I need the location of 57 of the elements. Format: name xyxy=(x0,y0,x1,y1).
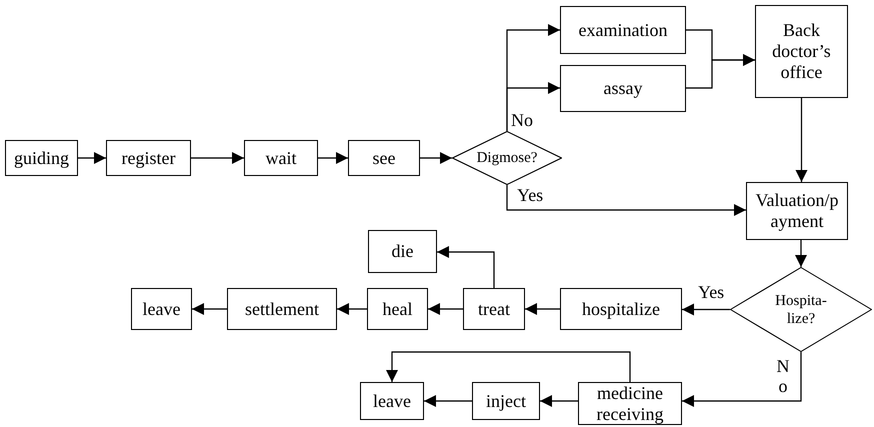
node-label: see xyxy=(372,148,396,168)
process-box xyxy=(746,182,848,240)
node-label: heal xyxy=(382,298,412,320)
arrow xyxy=(318,152,348,164)
process-box xyxy=(368,230,437,273)
arrow xyxy=(420,152,452,164)
decision-diamond xyxy=(452,131,562,185)
arrow xyxy=(386,351,631,382)
process-box xyxy=(472,382,540,420)
arrow xyxy=(525,303,560,315)
process-box xyxy=(244,140,318,176)
arrow xyxy=(506,185,746,216)
arrow xyxy=(540,395,578,407)
process-box xyxy=(463,288,525,330)
node-label: Back doctor’s office xyxy=(771,20,832,83)
node-label: hospitalize xyxy=(582,298,660,320)
arrow xyxy=(78,152,106,164)
arrow xyxy=(191,152,244,164)
process-box xyxy=(5,140,78,176)
node-label: settlement xyxy=(245,298,319,320)
node-label: guiding xyxy=(14,148,69,168)
node-label: register xyxy=(122,148,176,168)
arrow xyxy=(682,304,730,316)
node-label: assay xyxy=(604,78,642,99)
arrow xyxy=(428,303,463,315)
arrow xyxy=(506,82,560,131)
process-box xyxy=(131,288,192,330)
node-label: die xyxy=(392,241,414,262)
process-box xyxy=(348,140,420,176)
arrow xyxy=(192,303,227,315)
node-label: Valuation/p ayment xyxy=(754,190,840,232)
arrow xyxy=(682,352,802,407)
node-label: medicine receiving xyxy=(596,382,664,424)
decision-diamond xyxy=(730,267,872,352)
node-label: treat xyxy=(478,298,510,320)
node-label: wait xyxy=(266,148,296,168)
process-box xyxy=(227,288,337,330)
node-label: examination xyxy=(578,20,668,40)
process-box xyxy=(560,288,682,330)
process-box xyxy=(578,382,682,425)
process-box xyxy=(106,140,191,176)
node-label: leave xyxy=(373,390,411,412)
arrow xyxy=(795,240,807,267)
arrow xyxy=(424,395,472,407)
process-box xyxy=(560,65,686,112)
process-box xyxy=(367,288,428,330)
node-label: leave xyxy=(142,298,180,320)
node-label: Hospita- lize? xyxy=(774,292,828,328)
process-box xyxy=(755,5,848,98)
arrow xyxy=(337,303,367,315)
node-label: inject xyxy=(486,390,526,412)
arrow xyxy=(686,54,755,89)
process-box xyxy=(560,6,686,54)
node-label: Digmose? xyxy=(476,149,538,167)
arrow xyxy=(437,246,495,288)
process-box xyxy=(360,382,424,420)
arrow xyxy=(796,98,808,182)
